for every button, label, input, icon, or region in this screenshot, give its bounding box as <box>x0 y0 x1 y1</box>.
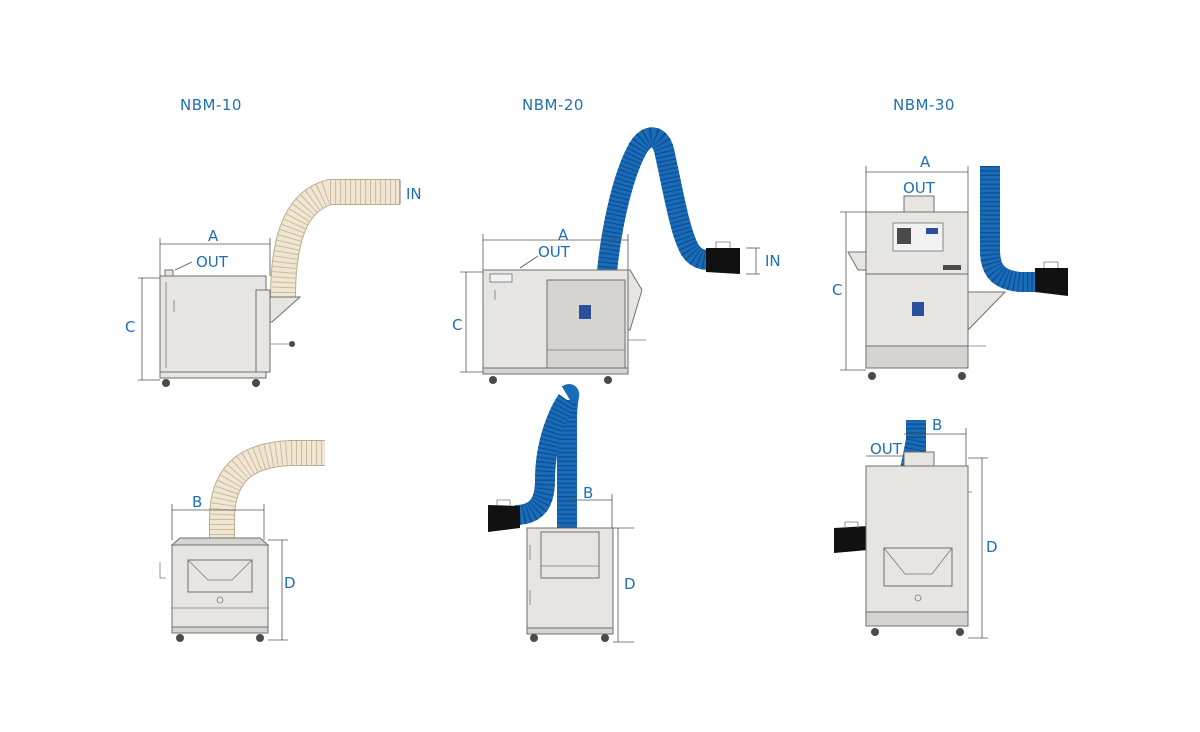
nbm-20-front-view: IN A OUT C <box>452 127 781 384</box>
label-out: OUT <box>538 243 571 261</box>
nbm-30-front-hose <box>980 166 1040 292</box>
nbm-30-side-cabinet <box>865 465 969 613</box>
dim-label-in: IN <box>406 185 422 203</box>
nbm-20-side-hood <box>488 505 520 532</box>
dim-label-a: A <box>208 227 219 245</box>
wheel <box>868 372 876 380</box>
dim-label-d: D <box>284 574 296 592</box>
wheel <box>176 634 184 642</box>
wheel <box>489 376 497 384</box>
model-nbm-30: NBM-30 <box>832 96 1068 639</box>
nbm-20-logo <box>579 305 591 319</box>
dim-label-b: B <box>583 484 593 502</box>
nbm-30-side-hood <box>834 526 868 553</box>
label-out: OUT <box>196 253 229 271</box>
label-out: OUT <box>903 179 936 197</box>
nbm-30-logo <box>912 302 924 316</box>
nbm-30-front-view: A OUT C <box>832 153 1068 380</box>
model-nbm-20: NBM-20 IN <box>452 96 781 643</box>
dim-label-a: A <box>920 153 931 171</box>
dim-label-d: D <box>624 575 636 593</box>
wheel <box>530 634 538 642</box>
dim-label-c: C <box>125 318 135 336</box>
nbm-30-hood <box>1035 268 1068 296</box>
dim-label-in: IN <box>765 252 781 270</box>
wheel <box>601 634 609 642</box>
nbm-20-side-view: B D <box>488 384 636 643</box>
dim-label-b: B <box>932 416 942 434</box>
model-title-nbm-10: NBM-10 <box>180 96 242 114</box>
wheel <box>956 628 964 636</box>
wheel <box>256 634 264 642</box>
nbm-10-front-view: IN A OUT C <box>125 179 422 387</box>
nbm-10-cabinet <box>159 275 267 373</box>
wheel <box>252 379 260 387</box>
dim-label-c: C <box>832 281 842 299</box>
nbm-10-front-hose <box>270 179 400 299</box>
wheel <box>604 376 612 384</box>
wheel <box>871 628 879 636</box>
dim-label-d: D <box>986 538 998 556</box>
nbm-20-side-hose <box>514 384 580 528</box>
wheel <box>958 372 966 380</box>
nbm-10-side-hose <box>209 440 325 560</box>
dim-label-b: B <box>192 493 202 511</box>
model-nbm-10: NBM-10 IN <box>125 96 422 642</box>
nbm-10-handle-knob <box>289 341 295 347</box>
nbm-30-side-view: B OUT D <box>834 416 998 639</box>
model-title-nbm-30: NBM-30 <box>893 96 955 114</box>
dim-label-a: A <box>558 226 569 244</box>
nbm-20-hood <box>706 248 740 274</box>
nbm-10-side-view: B D <box>159 440 325 642</box>
label-out-back: OUT <box>870 440 903 458</box>
dim-label-c: C <box>452 316 462 334</box>
nbm-30-control-panel <box>892 222 944 252</box>
nbm-20-front-hose <box>597 127 719 273</box>
model-title-nbm-20: NBM-20 <box>522 96 584 114</box>
wheel <box>162 379 170 387</box>
